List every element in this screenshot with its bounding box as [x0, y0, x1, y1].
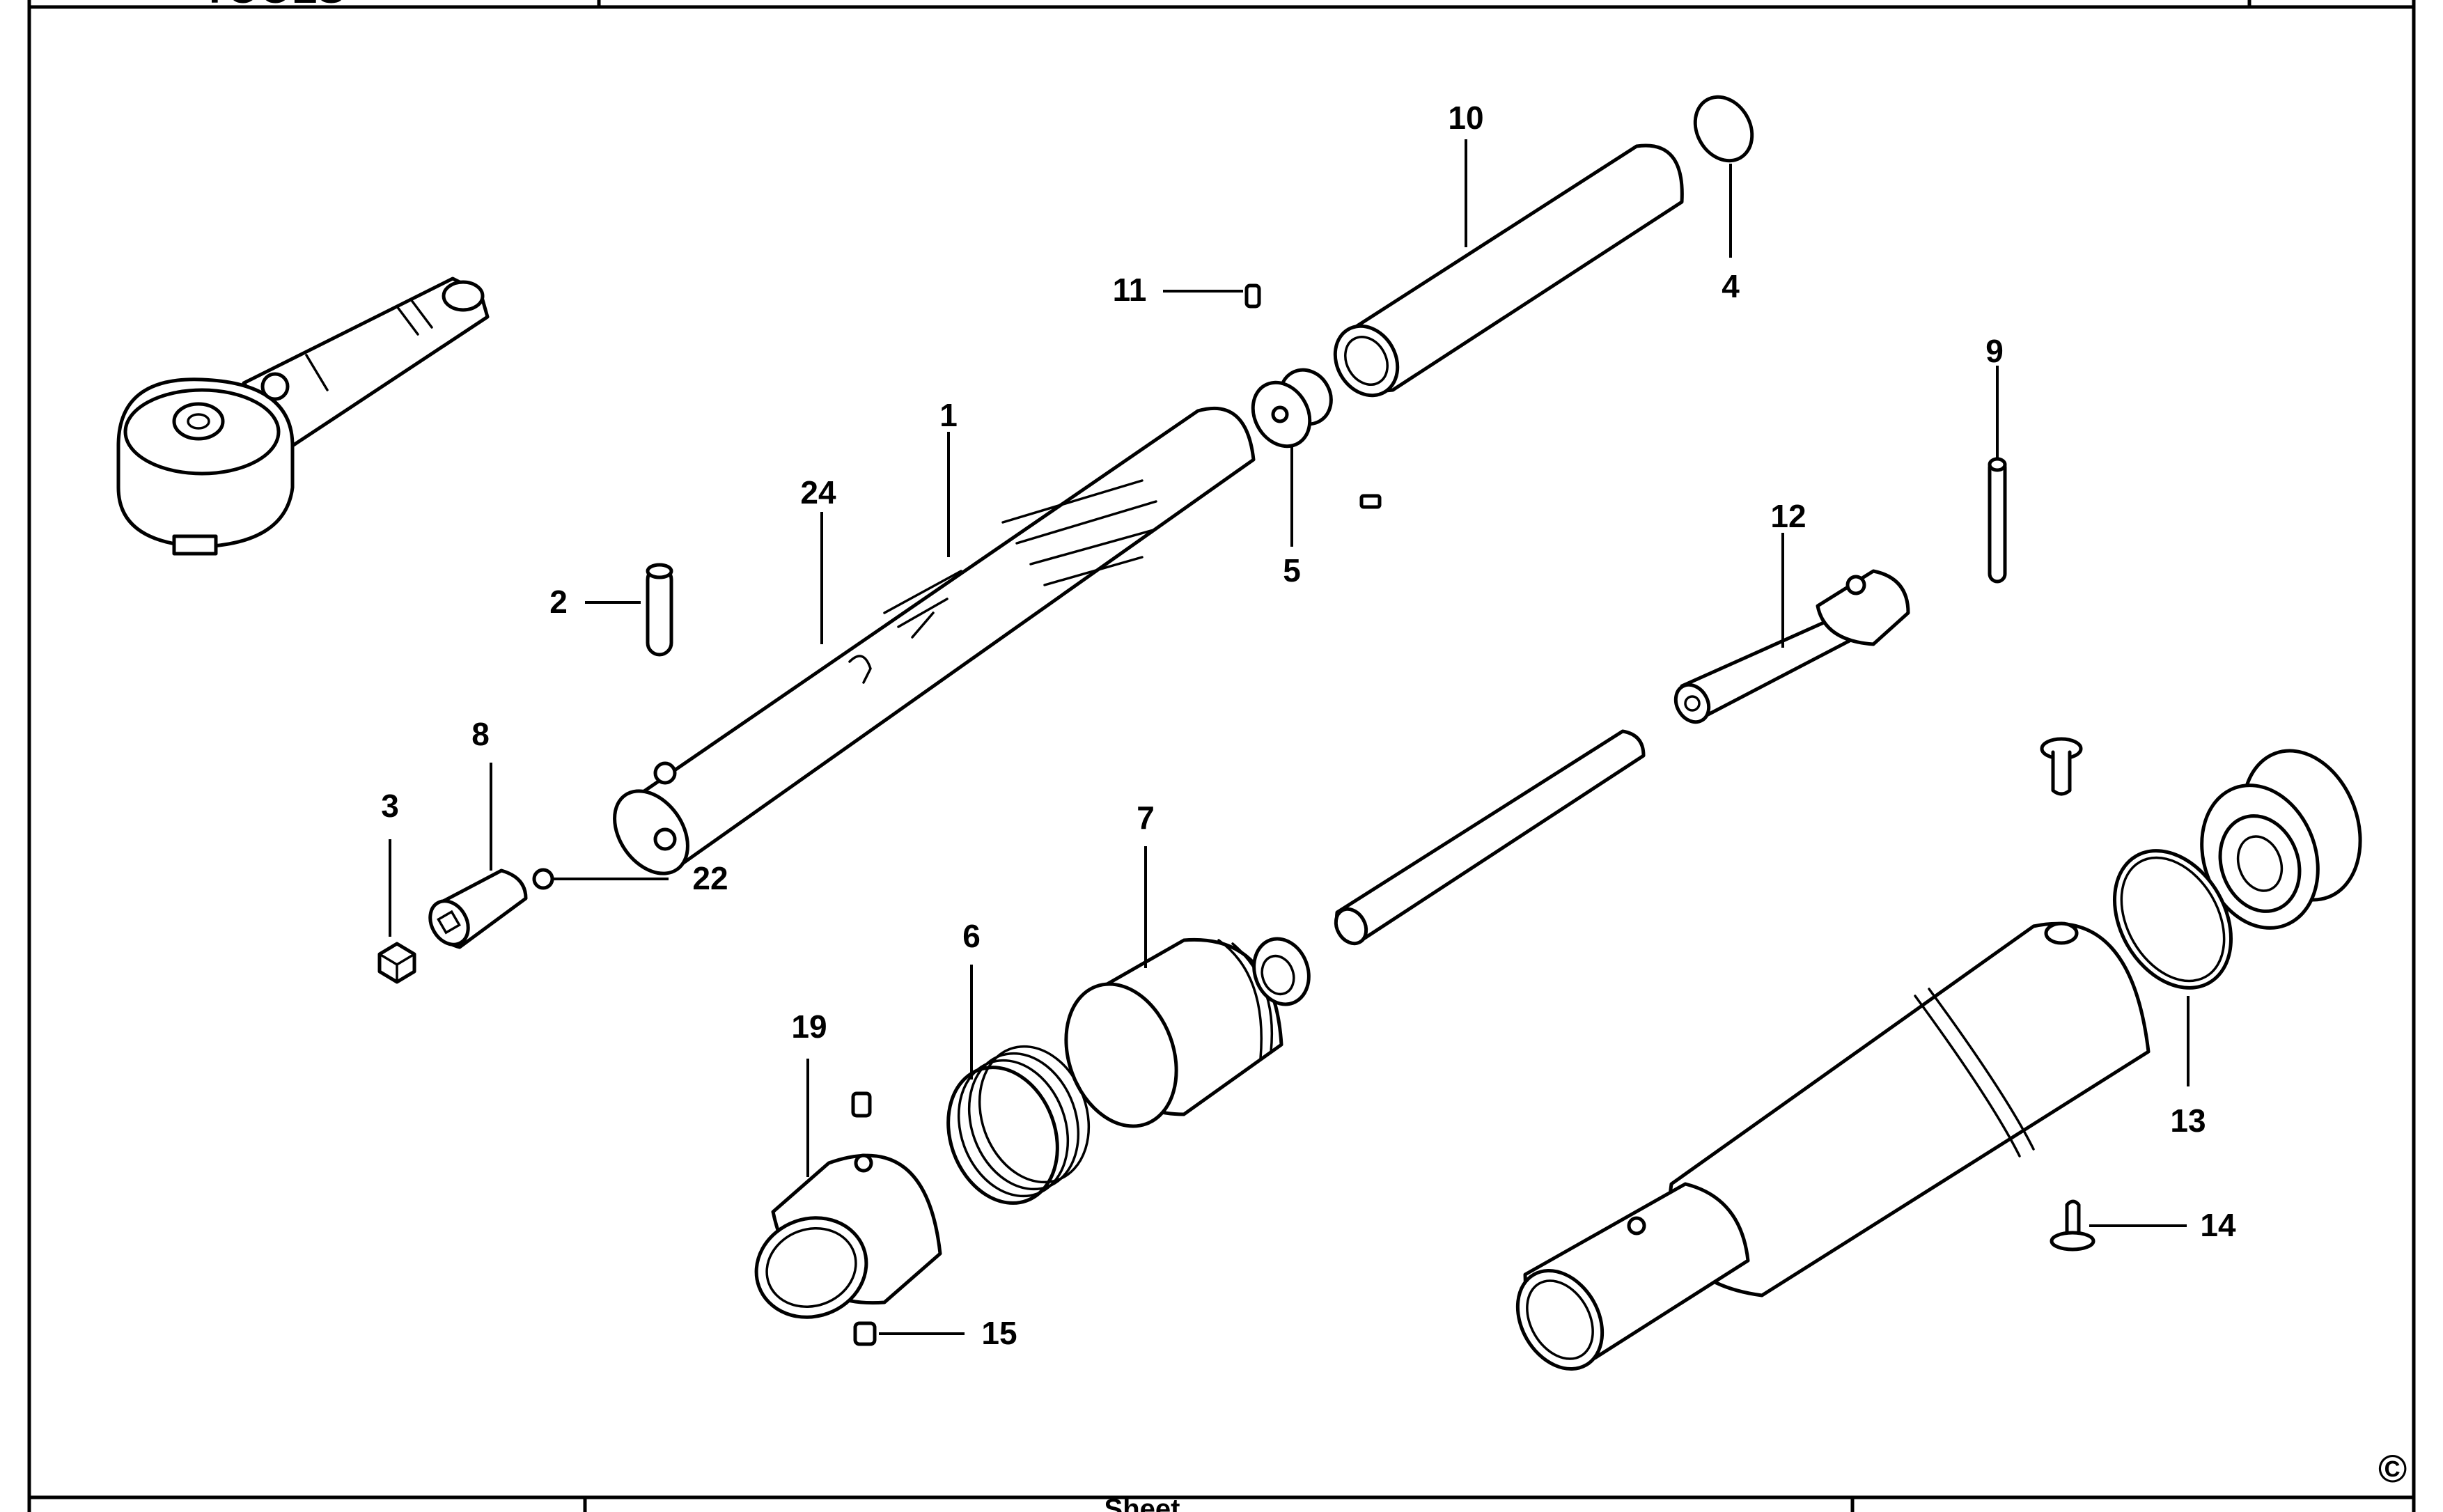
sleeve-part-10: [1333, 143, 1684, 398]
disc-part-4: [1693, 95, 1754, 163]
small-pin-part-11: [1244, 283, 1261, 309]
callout-8: 8: [471, 716, 490, 752]
long-pin-part-9: [1988, 457, 2007, 584]
callout-6: 6: [962, 918, 981, 954]
footer-title: Sheet: [1105, 1494, 1180, 1512]
callout-1: 1: [939, 397, 958, 433]
callout-12: 12: [1770, 498, 1806, 534]
bush-part-8: [428, 868, 528, 949]
square-part-3: [377, 942, 416, 984]
small-bush-part-15: [853, 1321, 877, 1346]
page-frame: [27, 0, 2416, 1512]
spindle-part-12: [1673, 569, 1910, 724]
main-tube: [613, 406, 1256, 875]
end-cap: [2200, 749, 2362, 930]
pin-part-2: [646, 563, 673, 657]
spring-part-6: [946, 1045, 1091, 1205]
ratchet-head: [116, 276, 490, 556]
cap-part-5: [1251, 368, 1333, 449]
copyright-symbol: ©: [2378, 1447, 2407, 1490]
callout-7: 7: [1137, 800, 1155, 836]
callout-10: 10: [1448, 100, 1483, 136]
callout-leaders: [389, 139, 2190, 1335]
long-rod: [1334, 729, 1646, 946]
screw-part-14: [2050, 1199, 2095, 1252]
handle-body: [1515, 921, 2151, 1371]
callout-19: 19: [791, 1008, 827, 1045]
callout-9: 9: [1985, 333, 2004, 369]
housing-part-7: [1064, 937, 1311, 1128]
screw-upper: [2040, 737, 2083, 796]
o-ring-part-13: [2112, 849, 2233, 990]
callout-22: 22: [692, 860, 728, 896]
callout-13: 13: [2170, 1102, 2206, 1139]
nose-cone-part-19: [754, 1091, 942, 1319]
callout-24: 24: [800, 474, 836, 511]
callout-4: 4: [1722, 268, 1740, 304]
callout-11: 11: [1113, 272, 1147, 308]
callout-2: 2: [549, 584, 568, 620]
header-logo: TOOLS: [202, 0, 345, 12]
callout-3: 3: [381, 788, 399, 824]
callout-labels: 1 2 3 4 5 6 7 8 9 10 11 12 13 14 15 19 2…: [381, 100, 2236, 1351]
callout-14: 14: [2200, 1207, 2236, 1243]
callout-5: 5: [1283, 552, 1301, 589]
small-block: [1359, 494, 1382, 509]
ball-part-22: [532, 868, 554, 890]
callout-15: 15: [981, 1315, 1017, 1351]
